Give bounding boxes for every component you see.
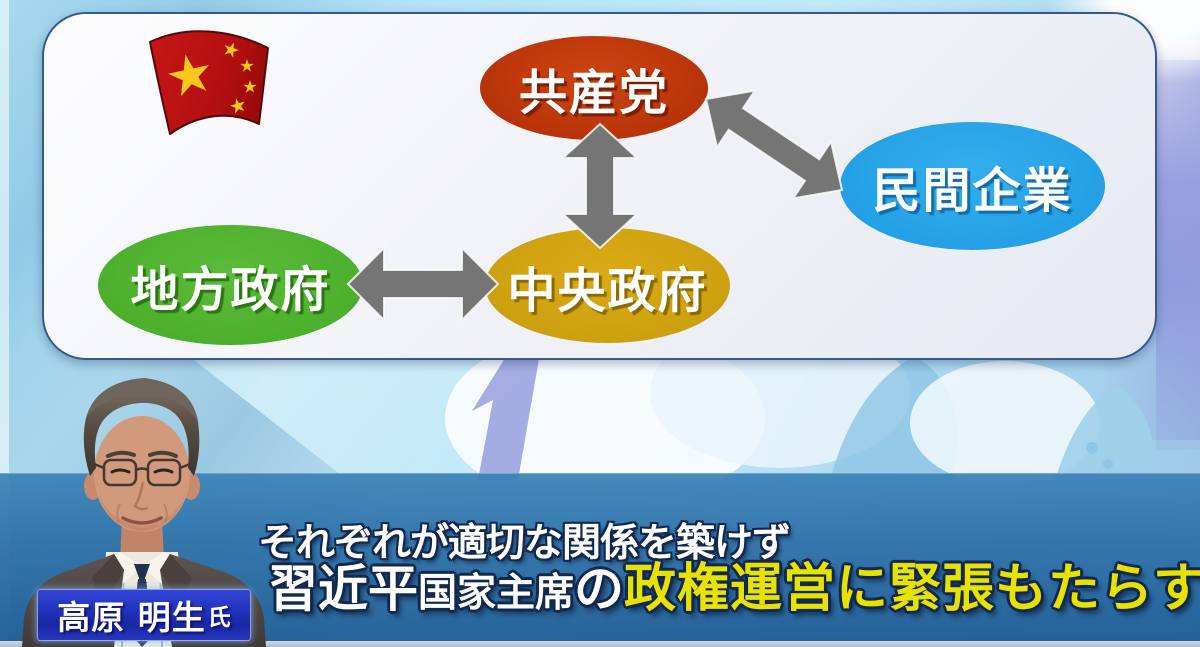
node-local-government-label: 地方政府 [130,262,331,318]
node-local-government: 地方政府 [98,225,363,345]
node-private-companies-label: 民間企業 [872,163,1073,219]
caption-band-bottom-strip [0,641,1200,647]
node-central-government-label: 中央政府 [507,262,708,319]
node-private-companies: 民間企業 [840,122,1105,250]
china-flag-icon [149,30,269,135]
caption-line2-seg-highlight: 政権運営に緊張もたらす [624,559,1200,619]
speaker-nameplate: 高原 明生 氏 [37,589,251,641]
speaker-glasses [102,458,138,487]
caption-line2: 習近平国家主席の政権運営に緊張もたらす [268,546,1200,621]
caption-line1: それぞれが適切な関係を築けず [258,521,791,566]
node-central-government: 中央政府 [485,228,730,343]
caption-line2-seg-title: 国家主席 [418,571,575,616]
speaker-glasses [146,458,182,487]
speaker-name: 高原 明生 [57,598,206,637]
background-numeral-shape [472,353,540,480]
speaker-tie [134,564,150,581]
flag-stars [168,42,257,114]
caption-line2-seg-name: 習近平 [268,560,418,618]
speaker-hair [83,378,200,476]
map-continent [1055,386,1154,480]
world-map-backdrop [445,348,1154,480]
node-communist-party: 共産党 [480,36,708,140]
node-communist-party-label: 共産党 [518,65,669,121]
background-edge-strip [0,0,9,647]
speaker-face [94,416,190,532]
speaker-honorific: 氏 [207,605,231,631]
caption-line2-seg-particle: の [574,560,625,618]
